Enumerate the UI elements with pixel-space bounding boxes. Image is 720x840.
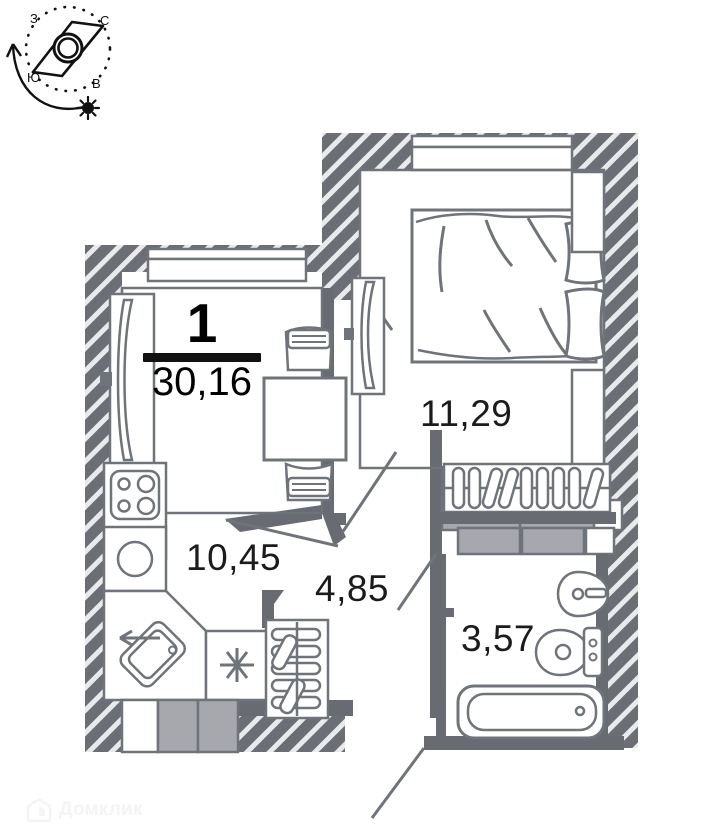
toilet-icon — [534, 626, 604, 678]
washing-machine-icon — [204, 629, 270, 702]
dining-set — [262, 326, 348, 502]
closet-drawers — [456, 526, 616, 556]
room-area-bedroom: 11,29 — [420, 393, 513, 434]
wardrobe-icon — [264, 618, 330, 720]
nightstand-icon — [570, 170, 606, 468]
base-cabinets — [120, 698, 240, 754]
apartment-summary: 1 30,16 — [137, 296, 267, 405]
domclick-logo-icon — [26, 797, 52, 823]
room-area-hallway: 4,85 — [315, 568, 390, 609]
clothes-rail-icon — [442, 462, 612, 514]
compass-label-north: С — [100, 13, 110, 28]
washbasin-icon — [556, 570, 610, 618]
bedroom-door-panel — [344, 276, 386, 396]
closet-base — [436, 512, 616, 524]
watermark-text: Домклик — [59, 799, 143, 820]
watermark: Домклик — [26, 797, 143, 823]
bed-icon — [410, 208, 598, 364]
compass-rose — [5, 5, 112, 121]
bathtub-icon — [456, 684, 606, 740]
bathroom — [436, 554, 610, 740]
cooktop-icon — [109, 469, 161, 521]
table-icon — [262, 376, 348, 462]
room-area-living-kitchen: 10,45 — [186, 537, 282, 578]
chair-icon — [284, 462, 334, 502]
kitchen — [102, 461, 270, 754]
bedroom-furniture — [410, 170, 606, 468]
compass-label-east: В — [92, 76, 101, 91]
compass-label-south: Ю — [27, 70, 41, 85]
balcony-door-icon — [100, 292, 156, 468]
room-area-bathroom: 3,57 — [461, 618, 536, 659]
windows — [146, 134, 574, 283]
kitchen-sink-icon — [116, 540, 154, 578]
rooms-count: 1 — [186, 292, 218, 354]
summary-divider — [143, 353, 261, 362]
leader-lines — [225, 451, 438, 819]
compass-label-west: З — [30, 11, 38, 26]
total-area: 30,16 — [151, 360, 253, 404]
sun-icon — [75, 95, 101, 121]
chair-icon — [284, 326, 334, 372]
